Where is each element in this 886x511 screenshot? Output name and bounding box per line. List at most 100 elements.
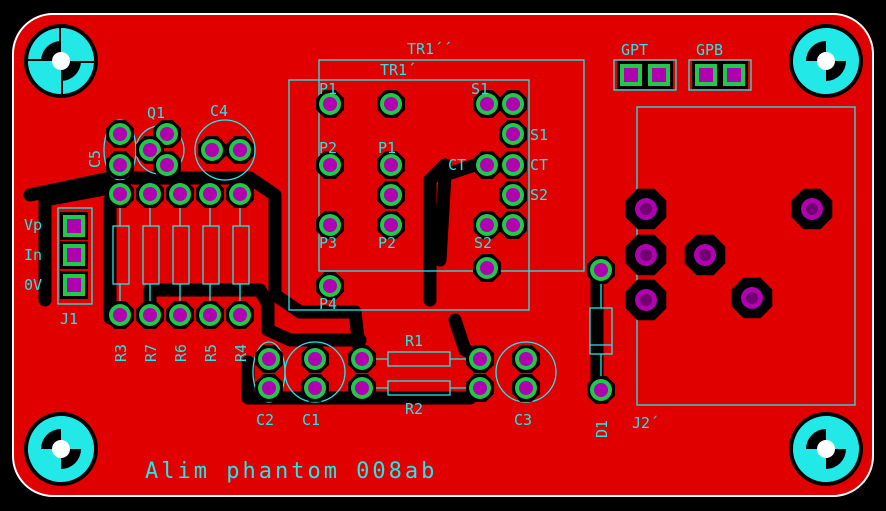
pad-d1-1 <box>587 256 615 284</box>
pad-q1-3 <box>153 151 181 179</box>
pad-r-bottom-2 <box>166 301 194 329</box>
pad-j1-2 <box>60 241 88 269</box>
label-j2: J2´ <box>632 414 659 432</box>
pads <box>60 61 833 404</box>
label-s2-right: S2 <box>530 186 548 204</box>
pad-c5-1 <box>106 120 134 148</box>
label-s1-top: S1 <box>471 80 489 98</box>
board-title: Alim phantom 008ab <box>145 459 437 484</box>
label-q1: Q1 <box>147 104 165 122</box>
pad-tr1-p1 <box>316 90 344 118</box>
pad-r-top-4 <box>226 180 254 208</box>
label-c2: C2 <box>256 411 274 429</box>
label-vp: Vp <box>24 216 42 234</box>
label-r7: R7 <box>142 344 160 362</box>
pad-tr1-p3 <box>316 211 344 239</box>
pad-r-bottom-4 <box>226 301 254 329</box>
pad-c2-1 <box>255 345 283 373</box>
label-r5: R5 <box>202 344 220 362</box>
pad-j2-1 <box>625 188 667 230</box>
pad-r-bottom-0 <box>106 301 134 329</box>
c2-outline <box>252 341 286 403</box>
pad-c4-1 <box>198 136 226 164</box>
pad-tr1-ct-a <box>473 151 501 179</box>
pad-j2-5 <box>731 277 773 319</box>
label-c3: C3 <box>514 411 532 429</box>
mounting-hole-bottom-left <box>24 412 98 486</box>
pad-gpb-1 <box>692 61 720 89</box>
mounting-hole-bottom-right <box>789 412 863 486</box>
pad-j1-3 <box>60 271 88 299</box>
pad-r2-1 <box>348 374 376 402</box>
pad-tr1-d <box>377 211 405 239</box>
pad-tr1-p2 <box>316 151 344 179</box>
pad-j2-3 <box>625 279 667 321</box>
label-ct-left: CT <box>448 156 466 174</box>
pad-tr1-s1a <box>473 90 501 118</box>
pad-j1-1 <box>60 212 88 240</box>
label-c1: C1 <box>302 411 320 429</box>
label-s2-bottom: S2 <box>474 234 492 252</box>
pad-c4-2 <box>226 136 254 164</box>
pad-tr1-s2c <box>499 211 527 239</box>
label-p1-mid: P1 <box>378 139 396 157</box>
label-0v: 0V <box>24 276 42 294</box>
pad-r-bottom-1 <box>136 301 164 329</box>
label-p4: P4 <box>319 295 337 313</box>
pad-j2-2 <box>625 234 667 276</box>
pad-tr1-s2a <box>499 181 527 209</box>
label-ct-right: CT <box>530 156 548 174</box>
pad-r1-1 <box>348 345 376 373</box>
pad-tr1-a <box>377 90 405 118</box>
mounting-hole-top-left <box>24 24 98 98</box>
pad-j2-4 <box>684 234 726 276</box>
label-gpb: GPB <box>696 41 723 59</box>
label-r4: R4 <box>232 344 250 362</box>
label-c5: C5 <box>86 150 104 168</box>
label-p2-left: P2 <box>319 139 337 157</box>
label-p2-mid: P2 <box>378 234 396 252</box>
label-in: In <box>24 246 42 264</box>
pad-tr1-e <box>473 254 501 282</box>
label-d1: D1 <box>593 420 611 438</box>
labels: TR1´´ TR1´ GPT GPB Q1 C4 C5 Vp In 0V J1 … <box>24 40 723 484</box>
pad-r-top-0 <box>106 180 134 208</box>
pad-c3-1 <box>512 345 540 373</box>
pad-tr1-c <box>377 181 405 209</box>
pad-c1-1 <box>301 345 329 373</box>
label-tr1-inner: TR1´ <box>380 61 416 79</box>
c5-outline <box>103 119 137 181</box>
label-tr1-outer: TR1´´ <box>407 40 452 58</box>
pad-c5-2 <box>106 151 134 179</box>
pad-c1-2 <box>301 374 329 402</box>
label-p1-left: P1 <box>319 80 337 98</box>
label-s1-right: S1 <box>530 126 548 144</box>
pad-r2-2 <box>466 374 494 402</box>
gpb-outline <box>688 59 752 91</box>
pad-gpb-2 <box>720 61 748 89</box>
pad-tr1-s1b <box>499 90 527 118</box>
tr1-inner-outline <box>288 79 530 311</box>
pad-d1-2 <box>587 376 615 404</box>
pad-tr1-p4 <box>316 272 344 300</box>
pad-gpt-2 <box>645 61 673 89</box>
pad-tr1-s1c <box>499 120 527 148</box>
label-r1: R1 <box>405 332 423 350</box>
mounting-holes <box>24 24 863 486</box>
j1-outline <box>57 207 93 305</box>
pad-r1-2 <box>466 345 494 373</box>
pad-tr1-s2b <box>473 211 501 239</box>
label-j1: J1 <box>60 310 78 328</box>
label-c4: C4 <box>210 102 228 120</box>
c4-outline <box>194 119 256 181</box>
pad-r-top-2 <box>166 180 194 208</box>
mounting-hole-top-right <box>789 24 863 98</box>
pad-r-bottom-3 <box>196 301 224 329</box>
pad-c2-2 <box>255 374 283 402</box>
label-p3: P3 <box>319 234 337 252</box>
pad-j2-6 <box>791 188 833 230</box>
label-r3: R3 <box>112 344 130 362</box>
label-r2: R2 <box>405 400 423 418</box>
pad-tr1-b <box>377 151 405 179</box>
